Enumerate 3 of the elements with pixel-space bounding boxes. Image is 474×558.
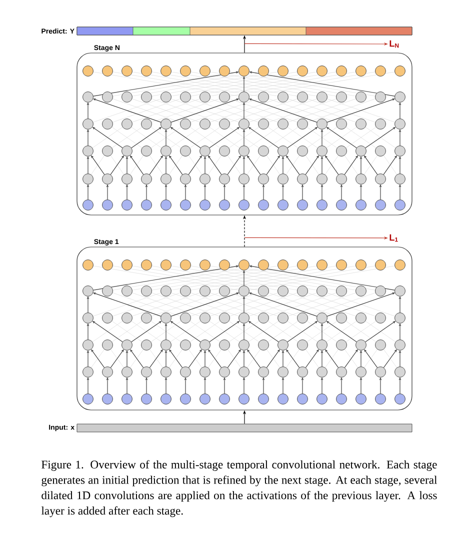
loss-label: L$_{1}$ — [390, 234, 398, 242]
caption: Figure 1. Overview of the multi-stage temporal convolutional network. Each stage generates an initial prediction that is refined by the next stage. At each stage, several dilated 1D convolutions are applied on the activations of the previous layer. A loss layer is added after each stage. — [41, 460, 438, 518]
loss-label: L$_{N}$ — [390, 40, 399, 48]
